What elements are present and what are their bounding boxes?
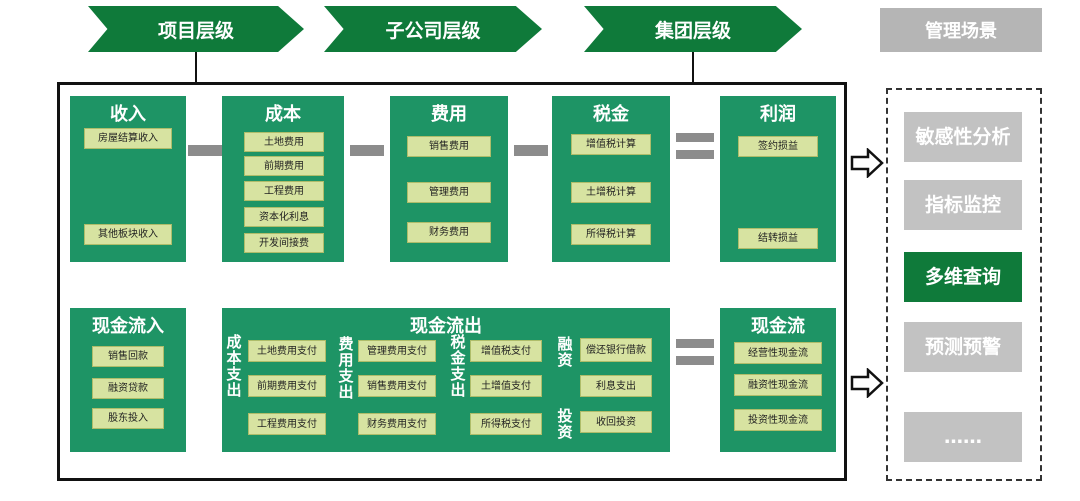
cash-out-box: 现金流出 成本支出 土地费用支付 前期费用支付 工程费用支付 费用支出 管理费用…: [222, 308, 670, 452]
cash-out-item: 土增值支付: [470, 375, 542, 397]
profit-item: 签约损益: [738, 136, 818, 157]
level-group-chevron: 集团层级: [584, 6, 802, 52]
cash-flow-item: 经营性现金流: [734, 342, 822, 364]
expense-item: 销售费用: [407, 136, 491, 157]
cash-flow-item: 投资性现金流: [734, 409, 822, 431]
cash-in-item: 股东投入: [92, 408, 164, 429]
cost-item: 土地费用: [244, 132, 324, 152]
income-item: 房屋结算收入: [84, 128, 172, 149]
right-arrow-icon: [850, 368, 884, 398]
cash-in-item: 融资贷款: [92, 378, 164, 399]
level-subsidiary-label: 子公司层级: [385, 19, 481, 42]
tax-item: 土增税计算: [571, 182, 651, 203]
profit-title: 利润: [760, 104, 796, 125]
cost-payment-label: 成本支出: [226, 333, 242, 399]
scene-forecast-warning: 预测预警: [904, 322, 1022, 372]
cash-in-item: 销售回款: [92, 346, 164, 367]
scene-more: ……: [904, 412, 1022, 462]
minus-sign: [188, 145, 222, 156]
cash-out-item: 偿还银行借款: [580, 338, 652, 362]
scene-frame: [886, 88, 1042, 481]
connector-line-left: [195, 52, 197, 84]
scene-indicator-monitoring: 指标监控: [904, 180, 1022, 230]
scene-label: 预测预警: [924, 335, 1001, 358]
income-item: 其他板块收入: [84, 224, 172, 245]
expense-item: 财务费用: [407, 222, 491, 243]
tax-title: 税金: [593, 104, 629, 125]
investing-label: 投资: [557, 407, 573, 441]
cash-out-item: 前期费用支付: [248, 375, 326, 397]
connector-line-right: [692, 52, 694, 84]
scene-sensitivity-analysis: 敏感性分析: [904, 112, 1022, 162]
expense-payment-label: 费用支出: [338, 335, 354, 401]
profit-item: 结转损益: [738, 228, 818, 249]
scene-header-label: 管理场景: [925, 21, 997, 42]
expense-title: 费用: [431, 104, 467, 125]
cash-out-item: 销售费用支付: [358, 375, 436, 397]
cash-flow-box: 现金流 经营性现金流 融资性现金流 投资性现金流: [720, 308, 836, 452]
cash-flow-item: 融资性现金流: [734, 374, 822, 396]
scene-multidimensional-query: 多维查询: [904, 252, 1022, 302]
profit-box: 利润 签约损益 结转损益: [720, 96, 836, 262]
cash-flow-title: 现金流: [751, 316, 805, 337]
level-subsidiary-chevron: 子公司层级: [324, 6, 542, 52]
right-arrow-icon: [850, 148, 884, 178]
scene-label: ……: [944, 425, 982, 448]
cost-item: 资本化利息: [244, 207, 324, 227]
expense-box: 费用 销售费用 管理费用 财务费用: [390, 96, 508, 262]
level-group-label: 集团层级: [654, 19, 731, 42]
equals-sign: [676, 339, 714, 365]
cash-out-item: 土地费用支付: [248, 340, 326, 362]
income-box: 收入 房屋结算收入 其他板块收入: [70, 96, 186, 262]
scene-label: 指标监控: [924, 193, 1001, 216]
cash-out-title: 现金流出: [410, 316, 482, 337]
income-title: 收入: [110, 104, 146, 125]
cash-out-item: 增值税支付: [470, 340, 542, 362]
scene-label: 敏感性分析: [915, 125, 1011, 148]
tax-payment-label: 税金支出: [450, 333, 466, 399]
level-project-chevron: 项目层级: [88, 6, 304, 52]
cost-item: 前期费用: [244, 156, 324, 176]
cash-in-title: 现金流入: [92, 316, 164, 337]
cash-in-box: 现金流入 销售回款 融资贷款 股东投入: [70, 308, 186, 452]
scene-label: 多维查询: [924, 265, 1001, 288]
level-project-label: 项目层级: [157, 19, 234, 42]
cash-out-item: 利息支出: [580, 375, 652, 397]
cash-out-item: 财务费用支付: [358, 413, 436, 435]
financing-label: 融资: [557, 335, 573, 369]
cash-out-item: 工程费用支付: [248, 413, 326, 435]
equals-sign: [676, 133, 714, 159]
cost-title: 成本: [265, 104, 301, 125]
main-frame: [57, 82, 847, 481]
tax-item: 所得税计算: [571, 224, 651, 245]
cash-out-item: 管理费用支付: [358, 340, 436, 362]
scene-header: 管理场景: [880, 8, 1042, 52]
cash-out-item: 所得税支付: [470, 413, 542, 435]
tax-item: 增值税计算: [571, 134, 651, 155]
cost-item: 开发间接费: [244, 233, 324, 253]
minus-sign: [514, 145, 548, 156]
cost-item: 工程费用: [244, 181, 324, 201]
tax-box: 税金 增值税计算 土增税计算 所得税计算: [552, 96, 670, 262]
minus-sign: [350, 145, 384, 156]
expense-item: 管理费用: [407, 182, 491, 203]
cash-out-item: 收回投资: [580, 411, 652, 433]
cost-box: 成本 土地费用 前期费用 工程费用 资本化利息 开发间接费: [222, 96, 344, 262]
